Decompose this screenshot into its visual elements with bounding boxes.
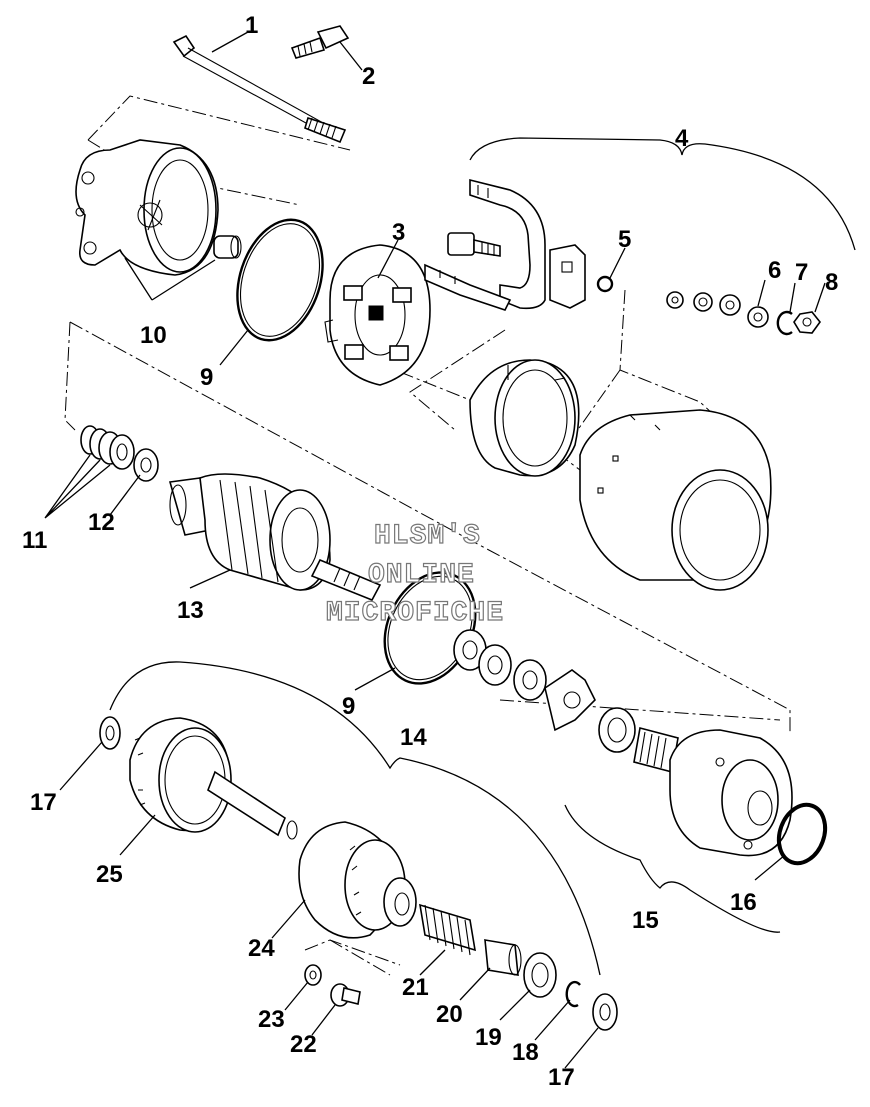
watermark-line-3: MICROFICHE [326,598,504,629]
callout-14: 14 [400,724,427,751]
thrust-washer-lower [592,993,618,1031]
pinion-sleeve [484,939,522,976]
drive-housing-o-ring [776,802,828,866]
callout-7: 7 [795,259,808,286]
callout-5: 5 [618,226,631,253]
front-housing [75,139,242,276]
o-ring-upper [236,218,324,342]
watermark-line-1: HLSM'S [374,521,481,552]
callout-6: 6 [768,257,781,284]
watermark-line-2: ONLINE [368,560,475,591]
callout-17-lower: 17 [548,1064,575,1091]
callout-24: 24 [248,935,275,962]
callout-labels: 1 2 3 4 5 6 7 8 9 9 10 11 12 13 14 15 16… [22,12,838,1091]
pivot-bolt [330,983,361,1007]
callout-18: 18 [512,1039,539,1066]
callout-3: 3 [392,219,405,246]
callout-9-lower: 9 [342,693,355,720]
callout-15: 15 [632,907,659,934]
drive-end-housing [669,729,793,857]
brush-terminal-assembly [424,178,822,336]
snap-ring [565,980,581,1008]
brush-holder-plate [324,244,431,386]
armature [168,473,382,602]
screw [290,25,350,59]
shim-washers [80,425,159,482]
callout-20: 20 [436,1001,463,1028]
callout-11: 11 [22,527,47,554]
callout-21: 21 [402,974,429,1001]
callout-4: 4 [675,125,689,152]
callout-22: 22 [290,1031,317,1058]
through-bolt [172,34,347,144]
callout-8: 8 [825,269,838,296]
callout-13: 13 [177,597,204,624]
planet-gear-shaft [99,716,298,840]
callout-10: 10 [140,322,167,349]
callout-1: 1 [245,12,258,39]
group-brackets [109,137,856,976]
yoke-field-frame [579,409,772,591]
overrunning-clutch [298,821,417,939]
callout-9-upper: 9 [200,364,213,391]
shaft-washers-bearings [453,629,679,773]
callout-19: 19 [475,1024,502,1051]
pinion-spring [418,903,477,956]
small-washer [304,964,322,986]
callout-17-upper: 17 [30,789,57,816]
leader-lines [44,31,826,1069]
callout-12: 12 [88,509,115,536]
callout-23: 23 [258,1006,285,1033]
stopper-collar [523,952,557,998]
watermark: HLSM'S ONLINE MICROFICHE [325,520,504,629]
rear-end-cover [469,359,580,477]
callout-16: 16 [730,889,757,916]
callout-25: 25 [96,861,123,888]
callout-2: 2 [362,63,375,90]
